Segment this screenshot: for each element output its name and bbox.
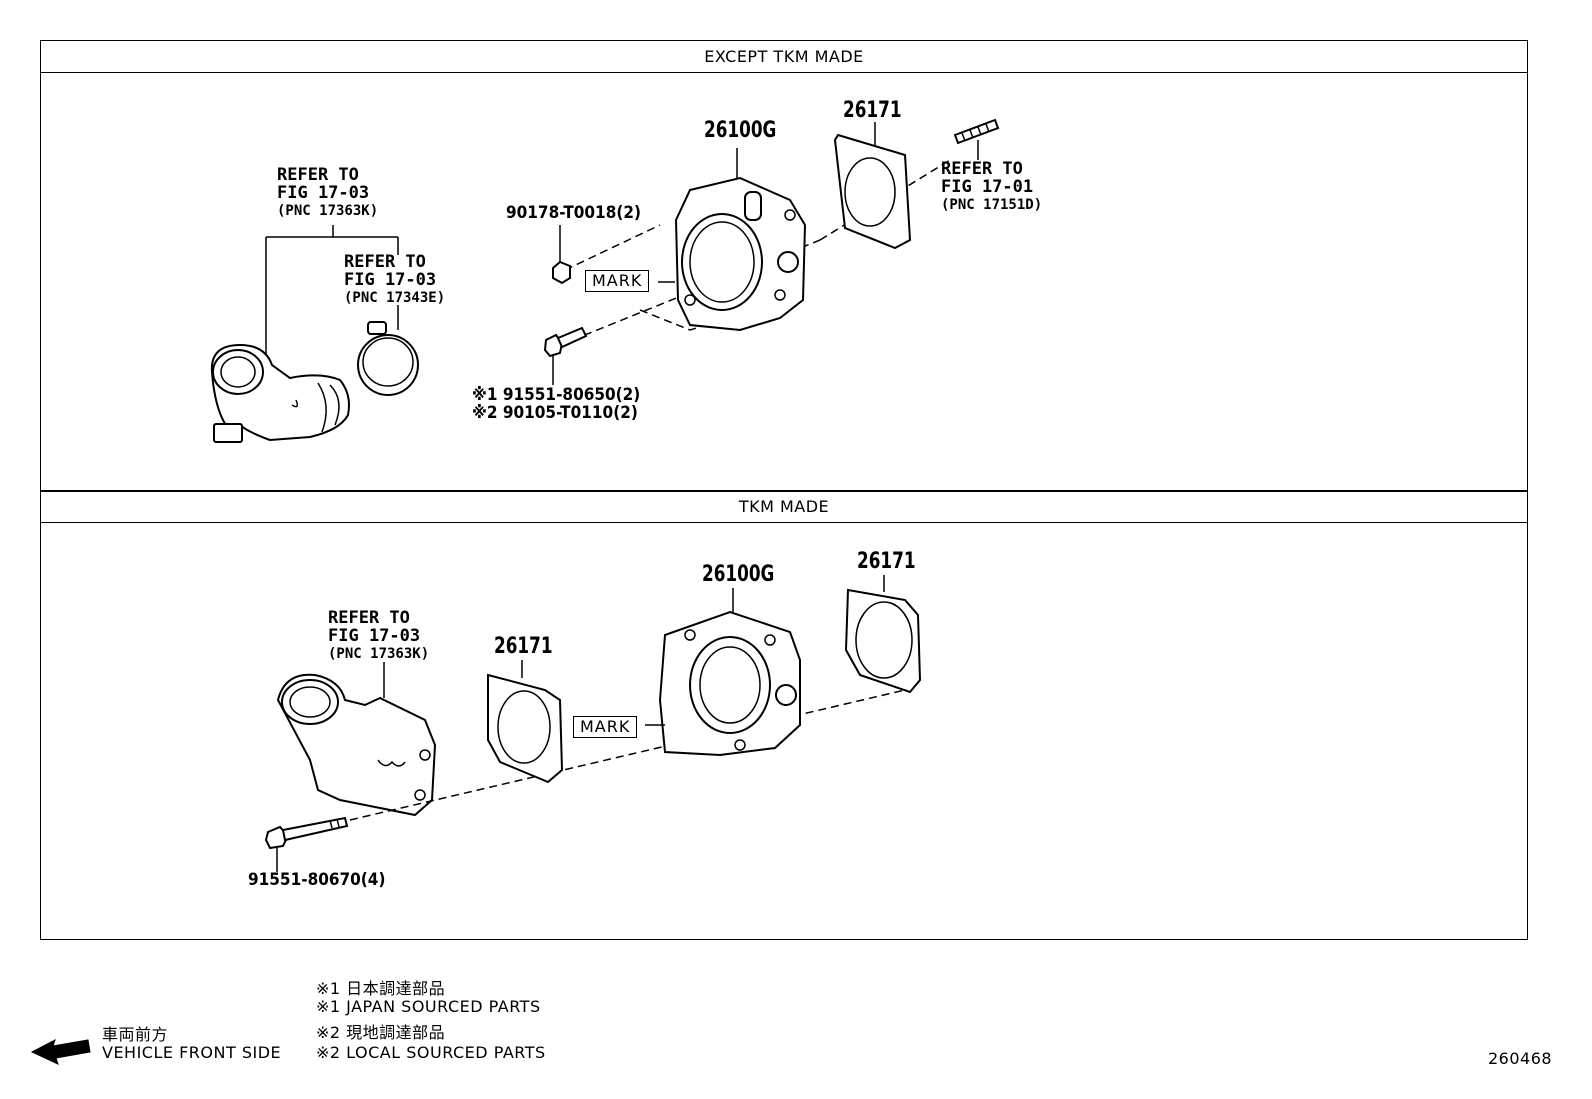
front-arrow-icon bbox=[30, 1038, 91, 1065]
nut-top-drawing bbox=[552, 225, 571, 285]
tkm-header: TKM MADE bbox=[41, 491, 1527, 523]
part-bolt-1-top: ※1 91551-80650(2) bbox=[472, 385, 641, 405]
dashed-axis-bottom bbox=[349, 689, 906, 821]
bolt-top-drawing bbox=[543, 326, 588, 385]
except-tkm-header: EXCEPT TKM MADE bbox=[41, 41, 1527, 73]
water-outlet-bottom-drawing bbox=[276, 673, 437, 817]
part-26171-top: 26171 bbox=[843, 98, 902, 123]
figure-number: 260468 bbox=[1488, 1049, 1553, 1068]
front-side-en: VEHICLE FRONT SIDE bbox=[102, 1043, 282, 1062]
throttle-body-top-drawing bbox=[674, 148, 807, 332]
throttle-body-bottom-drawing bbox=[658, 588, 801, 757]
note-2-en: ※2 LOCAL SOURCED PARTS bbox=[316, 1043, 546, 1062]
except-tkm-panel: EXCEPT TKM MADE bbox=[40, 40, 1528, 492]
leader-refer-top bbox=[265, 225, 399, 368]
hose-clamp-top-drawing bbox=[357, 321, 419, 396]
part-bolt-bottom: 91551-80670(4) bbox=[248, 870, 386, 890]
mark-label-top: MARK bbox=[585, 270, 650, 292]
mark-label-bottom: MARK bbox=[573, 716, 638, 738]
part-nut-top: 90178-T0018(2) bbox=[506, 203, 641, 223]
front-side-jp: 車両前方 bbox=[102, 1025, 169, 1044]
part-26100g-top: 26100G bbox=[704, 118, 777, 143]
part-26171-bottom-left: 26171 bbox=[494, 634, 553, 659]
note-1-jp: ※1 日本調達部品 bbox=[316, 979, 446, 998]
note-1-en: ※1 JAPAN SOURCED PARTS bbox=[316, 997, 541, 1016]
dashed-axis-top bbox=[559, 159, 951, 346]
gasket-bottom-right-drawing bbox=[844, 575, 922, 694]
gasket-top-drawing bbox=[833, 122, 912, 250]
gasket-bottom-left-drawing bbox=[487, 660, 564, 784]
bolt-bottom-drawing bbox=[264, 816, 349, 872]
part-bolt-2-top: ※2 90105-T0110(2) bbox=[472, 403, 638, 423]
stud-top-drawing bbox=[953, 118, 1000, 160]
water-outlet-top-drawing bbox=[210, 343, 350, 443]
part-26171-bottom-right: 26171 bbox=[857, 549, 916, 574]
note-2-jp: ※2 現地調達部品 bbox=[316, 1023, 446, 1042]
tkm-panel: TKM MADE bbox=[40, 490, 1528, 940]
part-26100g-bottom: 26100G bbox=[702, 562, 775, 587]
